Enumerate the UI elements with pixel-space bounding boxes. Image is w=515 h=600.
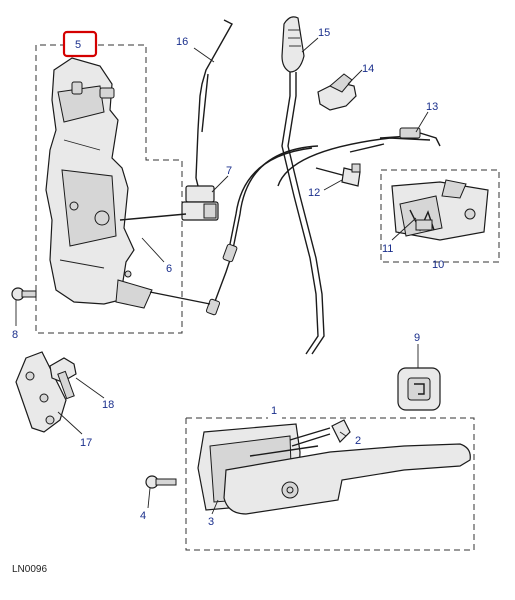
striker-bolt <box>49 357 77 400</box>
lock-rod <box>195 19 233 187</box>
callout-6: 6 <box>166 263 172 275</box>
lock-screw <box>11 287 37 301</box>
callout-13: 13 <box>426 101 438 113</box>
callout-2: 2 <box>355 435 361 447</box>
callout-3: 3 <box>208 516 214 528</box>
callout-5-highlight <box>62 30 98 58</box>
retaining-clip <box>317 73 357 111</box>
callout-11: 11 <box>382 243 393 255</box>
leader-lines <box>15 37 429 515</box>
callout-14: 14 <box>362 63 374 75</box>
lock-assembly-group-box <box>35 44 183 334</box>
callout-8: 8 <box>12 329 18 341</box>
callout-16: 16 <box>176 36 188 48</box>
cable-end-fitting <box>349 127 441 153</box>
handle-clip <box>289 419 351 447</box>
callout-12: 12 <box>308 187 320 199</box>
callout-4: 4 <box>140 510 146 522</box>
callout-labels: 5 16 15 14 13 7 12 6 11 10 8 9 18 17 1 2… <box>12 27 444 528</box>
callout-1: 1 <box>271 405 277 417</box>
release-cable <box>277 16 431 355</box>
handle-assembly-group-box <box>185 417 475 551</box>
callout-17: 17 <box>80 437 92 449</box>
lock-bezel <box>397 367 441 411</box>
diagram-code: LN0096 <box>12 564 47 575</box>
handle-screw <box>145 475 177 489</box>
inner-handle-cable <box>149 145 319 316</box>
latch-detail <box>391 179 489 241</box>
latch-detail-group-box <box>380 169 500 263</box>
callout-18: 18 <box>102 399 114 411</box>
callout-15: 15 <box>318 27 330 39</box>
callout-10: 10 <box>432 259 444 271</box>
callout-7: 7 <box>226 165 232 177</box>
callout-9: 9 <box>414 332 420 344</box>
outer-door-handle <box>197 423 471 515</box>
door-striker <box>15 351 67 433</box>
callout-5: 5 <box>75 39 81 51</box>
latch-pin <box>315 163 361 187</box>
rod-connector <box>119 185 219 221</box>
door-lock-mechanism <box>45 57 153 309</box>
